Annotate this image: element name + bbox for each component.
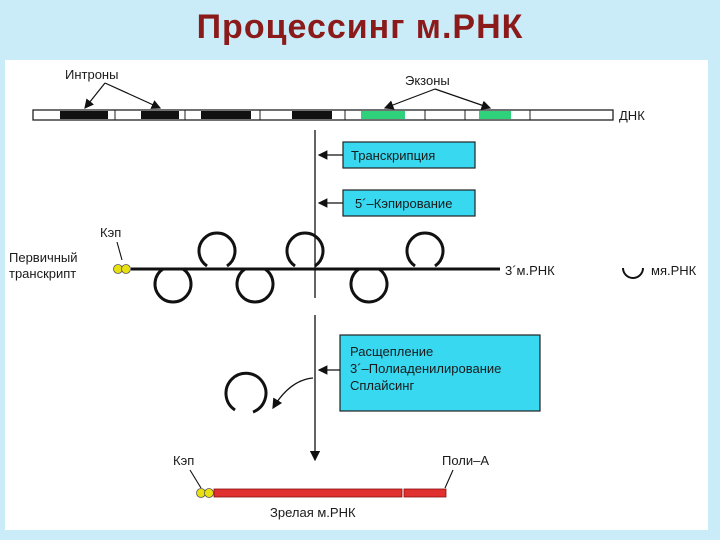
exons-arrow-2	[434, 88, 492, 110]
intron-3	[201, 111, 251, 119]
cap-pointer-bottom	[189, 469, 202, 489]
processing-label-3: Сплайсинг	[350, 378, 414, 393]
cap-top	[113, 264, 131, 274]
intron-2	[141, 111, 179, 119]
processing-label-1: Расщепление	[350, 344, 433, 359]
primary-transcript-label-2: транскрипт	[9, 266, 76, 281]
processing-box	[339, 334, 541, 412]
processing-diagram: Интроны Экзоны ДНК Транскрипция 5´–Кэпир…	[9, 67, 697, 520]
processing-label-2: 3´–Полиаденилирование	[350, 361, 501, 376]
exons-arrow-1	[383, 88, 436, 110]
capping-label: 5´–Кэпирование	[355, 196, 452, 211]
exon-2	[479, 111, 511, 119]
mature-mrna-label: Зрелая м.РНК	[270, 505, 356, 520]
cap-label-bottom: Кэп	[173, 453, 194, 468]
transcription-box	[342, 141, 476, 169]
introns-arrow-1	[84, 82, 106, 109]
introns-label: Интроны	[65, 67, 118, 82]
poly-a-pointer	[444, 469, 454, 489]
exon-1	[361, 111, 405, 119]
cap-label-top: Кэп	[100, 225, 121, 240]
poly-a-tail	[403, 488, 447, 498]
excised-intron-loop	[224, 371, 268, 414]
cap-pointer-top	[116, 241, 123, 261]
transcription-label: Транскрипция	[351, 148, 435, 163]
small-rna-symbol	[622, 267, 644, 279]
intron-4	[292, 111, 332, 119]
excision-arrow	[272, 377, 314, 410]
primary-transcript	[131, 231, 500, 304]
poly-a-label: Поли–А	[442, 453, 489, 468]
primary-transcript-label-1: Первичный	[9, 250, 78, 265]
three-prime-mrna-label: 3´м.РНК	[505, 263, 555, 278]
cap-bottom	[196, 488, 214, 498]
slide-title: Процессинг м.РНК	[196, 8, 524, 46]
small-rna-label: мя.РНК	[651, 263, 697, 278]
introns-arrow-2	[104, 82, 162, 109]
diagram-panel: Интроны Экзоны ДНК Транскрипция 5´–Кэпир…	[5, 60, 708, 530]
intron-1	[60, 111, 108, 119]
dna-strand	[32, 109, 614, 121]
mature-mrna-coding	[213, 488, 403, 498]
exons-label: Экзоны	[405, 73, 450, 88]
dna-label: ДНК	[619, 108, 645, 123]
